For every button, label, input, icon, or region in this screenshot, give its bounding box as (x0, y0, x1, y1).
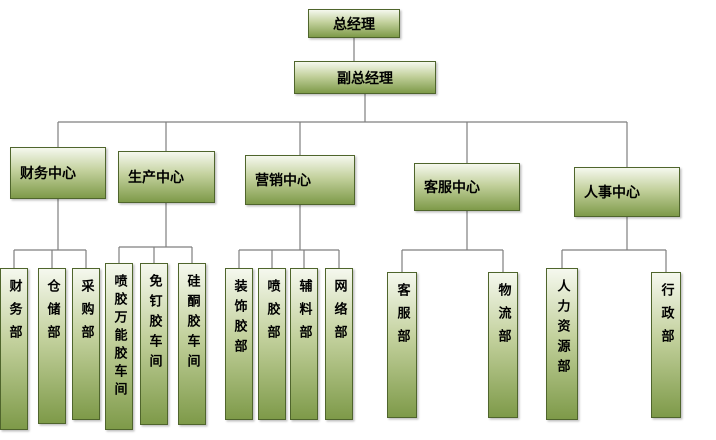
node-customer-service-center: 客服中心 (414, 163, 520, 211)
node-spray-universal-glue-workshop: 喷胶万能胶车间 (105, 263, 133, 430)
node-deputy-general-manager: 副总经理 (294, 61, 436, 94)
node-label: 仓储部 (44, 279, 60, 348)
node-logistics-dept: 物流部 (488, 272, 518, 418)
node-administration-dept: 行政部 (651, 272, 681, 418)
node-label: 辅料部 (296, 279, 312, 348)
node-label: 客服中心 (424, 180, 480, 196)
node-decoration-glue-dept: 装饰胶部 (225, 268, 253, 420)
node-label: 行政部 (658, 283, 674, 352)
node-label: 免钉胶车间 (146, 274, 162, 374)
node-label: 喷胶部 (264, 279, 280, 348)
node-customer-service-dept: 客服部 (387, 272, 417, 418)
node-label: 人事中心 (584, 185, 640, 201)
node-auxiliary-materials-dept: 辅料部 (290, 268, 318, 420)
node-finance-dept: 财务部 (0, 268, 28, 430)
node-nail-free-glue-workshop: 免钉胶车间 (140, 263, 168, 425)
node-warehouse-dept: 仓储部 (38, 268, 66, 424)
node-general-manager: 总经理 (308, 9, 400, 38)
node-label: 营销中心 (255, 173, 311, 189)
node-label: 财务部 (6, 279, 22, 348)
node-label: 人力资源部 (554, 279, 570, 379)
node-production-center: 生产中心 (118, 151, 215, 203)
node-purchasing-dept: 采购部 (72, 268, 100, 420)
connectors-finance-center (13, 199, 87, 268)
node-label: 硅酮胶车间 (184, 274, 200, 374)
node-label: 采购部 (78, 279, 94, 348)
node-silicone-glue-workshop: 硅酮胶车间 (178, 263, 206, 425)
node-label: 副总经理 (337, 70, 393, 87)
node-human-resources-dept: 人力资源部 (546, 268, 578, 420)
node-marketing-center: 营销中心 (245, 155, 355, 205)
node-label: 总经理 (333, 16, 375, 33)
connectors-hr-center (561, 217, 667, 272)
node-label: 财务中心 (20, 166, 76, 182)
node-label: 物流部 (495, 283, 511, 352)
node-label: 生产中心 (128, 170, 184, 186)
node-label: 喷胶万能胶车间 (111, 274, 127, 400)
connectors-marketing-center (238, 205, 340, 268)
node-hr-center: 人事中心 (574, 167, 680, 217)
connectors-production-center (118, 203, 193, 263)
node-network-dept: 网络部 (325, 268, 353, 420)
node-label: 装饰胶部 (231, 279, 247, 359)
node-label: 客服部 (394, 283, 410, 352)
node-finance-center: 财务中心 (10, 147, 106, 199)
node-spray-glue-dept: 喷胶部 (258, 268, 286, 420)
connectors-top-levels (57, 38, 628, 167)
connectors-customer-service-center (401, 211, 504, 272)
node-label: 网络部 (331, 279, 347, 348)
